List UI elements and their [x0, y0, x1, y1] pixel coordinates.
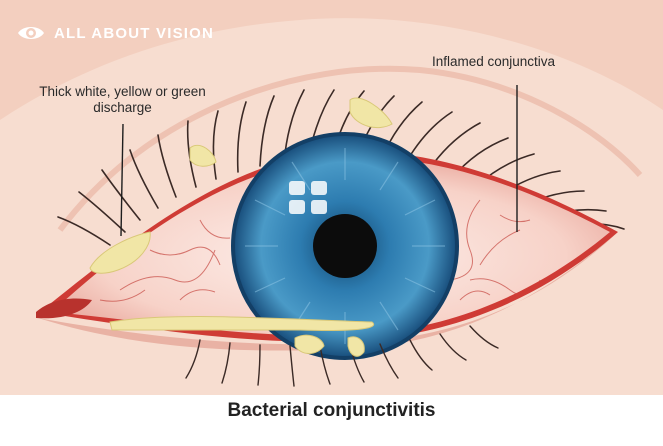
eye-logo-icon [16, 22, 46, 44]
brand-logo: ALL ABOUT VISION [16, 22, 214, 44]
inflamed-callout-label: Inflamed conjunctiva [432, 54, 555, 70]
discharge-callout-label: Thick white, yellow or green discharge [20, 84, 225, 116]
diagram-caption: Bacterial conjunctivitis [0, 400, 663, 422]
pupil [313, 214, 377, 278]
brand-name: ALL ABOUT VISION [54, 25, 214, 42]
